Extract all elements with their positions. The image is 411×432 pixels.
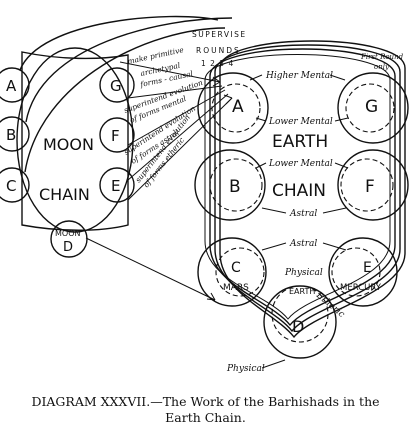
earth-first-round-1: First Round	[360, 53, 404, 61]
moon-globe-g	[99, 67, 135, 103]
earth-arrow-lower-mental-2	[255, 162, 349, 169]
moon-globe-c	[0, 167, 30, 203]
earth-globe-b-inner	[209, 158, 263, 212]
earth-globe-f	[337, 149, 409, 221]
moon-globe-a	[0, 67, 30, 103]
moon-chain-outline	[21, 51, 129, 231]
earth-arrow-physical-bottom	[261, 359, 286, 369]
earth-globe-f-inner	[340, 158, 394, 212]
earth-astral-2: Astral	[289, 239, 317, 249]
moon-globe-f-label: F	[111, 127, 120, 145]
earth-globe-mercury: MERCURY	[340, 283, 382, 293]
earth-higher-mental: Higher Mental	[265, 71, 333, 81]
caption-line-1: DIAGRAM XXXVII.—The Work of the Barhisha…	[31, 394, 380, 409]
earth-globe-f-label: F	[365, 177, 375, 197]
moon-globe-g-label: G	[110, 77, 122, 95]
moon-globe-b-label: B	[6, 126, 16, 144]
earth-globe-a	[197, 72, 269, 144]
earth-chain-diagram: A B C G F E MOON D MOON CHAIN SUPERVISE …	[0, 15, 409, 374]
earth-globe-c-inner	[215, 247, 265, 297]
moon-globe-d-label: D	[63, 240, 73, 255]
rounds-rounds: ROUNDS	[196, 46, 241, 55]
earth-round-track-3	[219, 40, 406, 339]
earth-globe-a-label: A	[232, 97, 244, 117]
moon-globe-c-label: C	[6, 177, 16, 195]
earth-arrow-astral-2	[261, 242, 347, 251]
earth-globe-mars: MARS	[223, 283, 249, 293]
earth-astral-1: Astral	[289, 209, 317, 219]
earth-first-round-2: only	[374, 63, 390, 71]
earth-globe-b-label: B	[229, 177, 241, 197]
moon-globe-a-label: A	[6, 77, 17, 95]
moon-chain: A B C G F E MOON D MOON CHAIN	[0, 15, 233, 258]
moon-arc-a	[19, 15, 219, 71]
earth-globe-c	[197, 237, 267, 307]
moon-label: MOON	[55, 229, 80, 238]
moon-globe-b	[0, 116, 30, 152]
earth-chain: A G B F C E D MARS MERCURY EARTH CHAIN F…	[194, 40, 409, 374]
earth-physical-1: Physical	[284, 268, 323, 278]
earth-chain-title-1: EARTH	[272, 132, 328, 152]
earth-arrow-astral-1	[261, 207, 347, 214]
moon-globe-e-label: E	[111, 177, 120, 195]
earth-round-track-2	[214, 44, 401, 333]
earth-arrow-lower-mental-1	[255, 117, 349, 122]
earth-globe-c-label: C	[231, 260, 241, 276]
earth-round-track-1	[209, 48, 396, 327]
earth-globe-e	[328, 237, 398, 307]
earth-physical-bottom: Physical	[226, 364, 265, 374]
moon-chain-title-2: CHAIN	[39, 185, 90, 204]
earth-globe-g-label: G	[365, 97, 378, 117]
moon-globe-e	[99, 167, 135, 203]
earth-globe-a-inner	[211, 83, 261, 133]
barhishad-arrows	[85, 61, 233, 301]
barhishad-labels: make primitive archetypal forms - causal…	[122, 45, 204, 189]
earth-round-track-4	[204, 54, 391, 320]
rounds-supervise: SUPERVISE	[192, 30, 247, 39]
moon-arc-c	[24, 27, 226, 173]
earth-globe-e-label: E	[363, 260, 372, 276]
earth-globe-g	[337, 72, 409, 144]
diagram-caption: DIAGRAM XXXVII.—The Work of the Barhisha…	[0, 394, 411, 426]
moon-globe-f	[99, 117, 135, 153]
earth-physical-2: EARTH	[289, 287, 315, 296]
rounds-header: SUPERVISE ROUNDS 1 2 3 4	[192, 30, 247, 68]
earth-lower-mental-1: Lower Mental	[268, 117, 333, 127]
earth-lower-mental-2: Lower Mental	[268, 159, 333, 169]
caption-line-2: Earth Chain.	[165, 410, 246, 425]
earth-globe-g-inner	[345, 83, 395, 133]
earth-globe-d-inner	[271, 285, 329, 343]
earth-globe-d-label: D	[292, 317, 304, 336]
earth-chain-title-2: CHAIN	[272, 181, 326, 201]
rounds-numbers: 1 2 3 4	[201, 59, 234, 68]
earth-globe-e-inner	[331, 247, 381, 297]
moon-chain-title-1: MOON	[43, 135, 94, 154]
earth-arrow-higher-mental	[249, 74, 346, 81]
earth-globe-b	[194, 149, 266, 221]
moon-arc-b	[25, 17, 233, 123]
